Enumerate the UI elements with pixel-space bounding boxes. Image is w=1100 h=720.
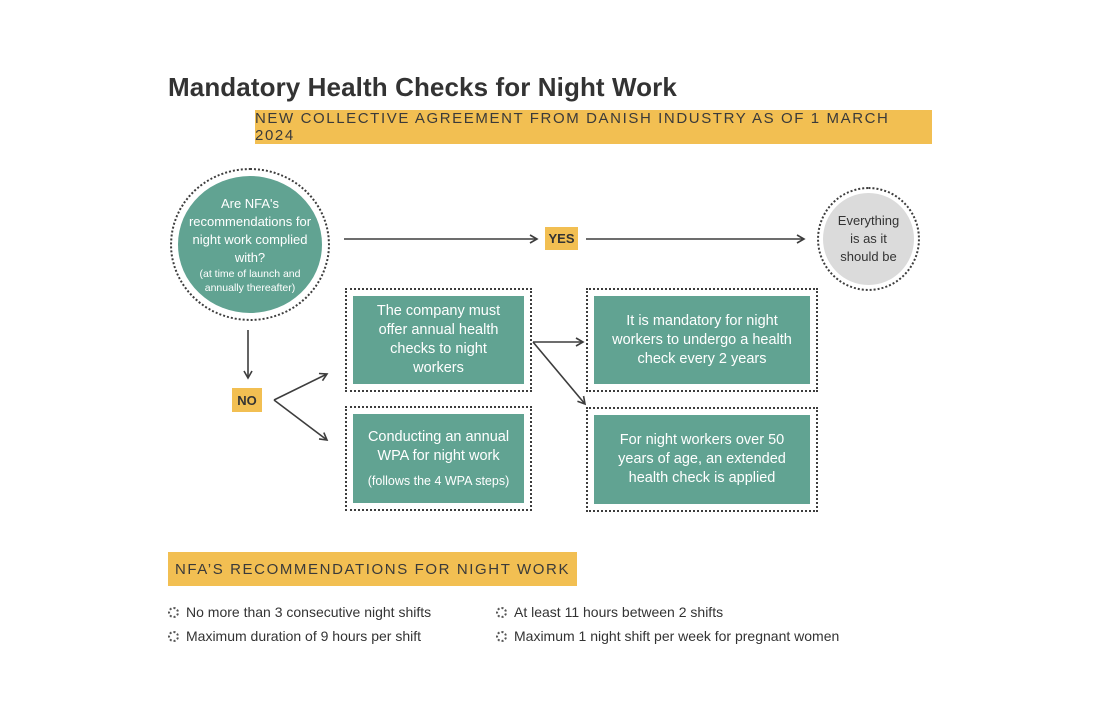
- arrow-no-to-wpa: [273, 399, 329, 441]
- recommendation-text: No more than 3 consecutive night shifts: [186, 604, 432, 620]
- dotted-circle-icon: [168, 630, 179, 642]
- annual-wpa-box: Conducting an annual WPA for night work …: [345, 406, 532, 511]
- dotted-circle-icon: [496, 630, 507, 642]
- arrow-offer-to-extended: [532, 341, 587, 406]
- no-label: NO: [232, 388, 262, 412]
- agreement-banner: NEW COLLECTIVE AGREEMENT FROM DANISH IND…: [255, 110, 932, 144]
- annual-wpa-text: Conducting an annual WPA for night work: [367, 428, 510, 464]
- arrow-no-to-offer: [273, 372, 329, 401]
- outcome-ok-text: Everything is as it should be: [823, 193, 914, 285]
- extended-check-box: For night workers over 50 years of age, …: [586, 407, 818, 512]
- annual-wpa-note: (follows the 4 WPA steps): [367, 473, 510, 488]
- recommendation-text: At least 11 hours between 2 shifts: [514, 604, 724, 620]
- recommendation-text: Maximum duration of 9 hours per shift: [186, 628, 421, 644]
- recommendation-item: No more than 3 consecutive night shifts: [168, 604, 431, 620]
- compliance-question-node: Are NFA's recommendations for night work…: [170, 168, 330, 321]
- recommendation-item: Maximum 1 night shift per week for pregn…: [496, 628, 839, 644]
- outcome-ok-node: Everything is as it should be: [817, 187, 920, 291]
- page-title: Mandatory Health Checks for Night Work: [168, 72, 677, 102]
- mandatory-check-box: It is mandatory for night workers to und…: [586, 288, 818, 392]
- offer-health-checks-text: The company must offer annual health che…: [353, 296, 524, 384]
- compliance-question-note: (at time of launch and annually thereaft…: [199, 267, 301, 294]
- yes-label: YES: [545, 227, 578, 250]
- recommendation-item: Maximum duration of 9 hours per shift: [168, 628, 421, 644]
- dotted-circle-icon: [496, 606, 507, 618]
- offer-health-checks-box: The company must offer annual health che…: [345, 288, 532, 392]
- extended-check-text: For night workers over 50 years of age, …: [594, 415, 810, 504]
- recommendation-item: At least 11 hours between 2 shifts: [496, 604, 723, 620]
- compliance-question-text: Are NFA's recommendations for night work…: [188, 195, 312, 265]
- recommendation-text: Maximum 1 night shift per week for pregn…: [514, 628, 840, 644]
- dotted-circle-icon: [168, 606, 179, 618]
- recommendations-banner: NFA’S RECOMMENDATIONS FOR NIGHT WORK: [168, 552, 577, 586]
- mandatory-check-text: It is mandatory for night workers to und…: [594, 296, 810, 384]
